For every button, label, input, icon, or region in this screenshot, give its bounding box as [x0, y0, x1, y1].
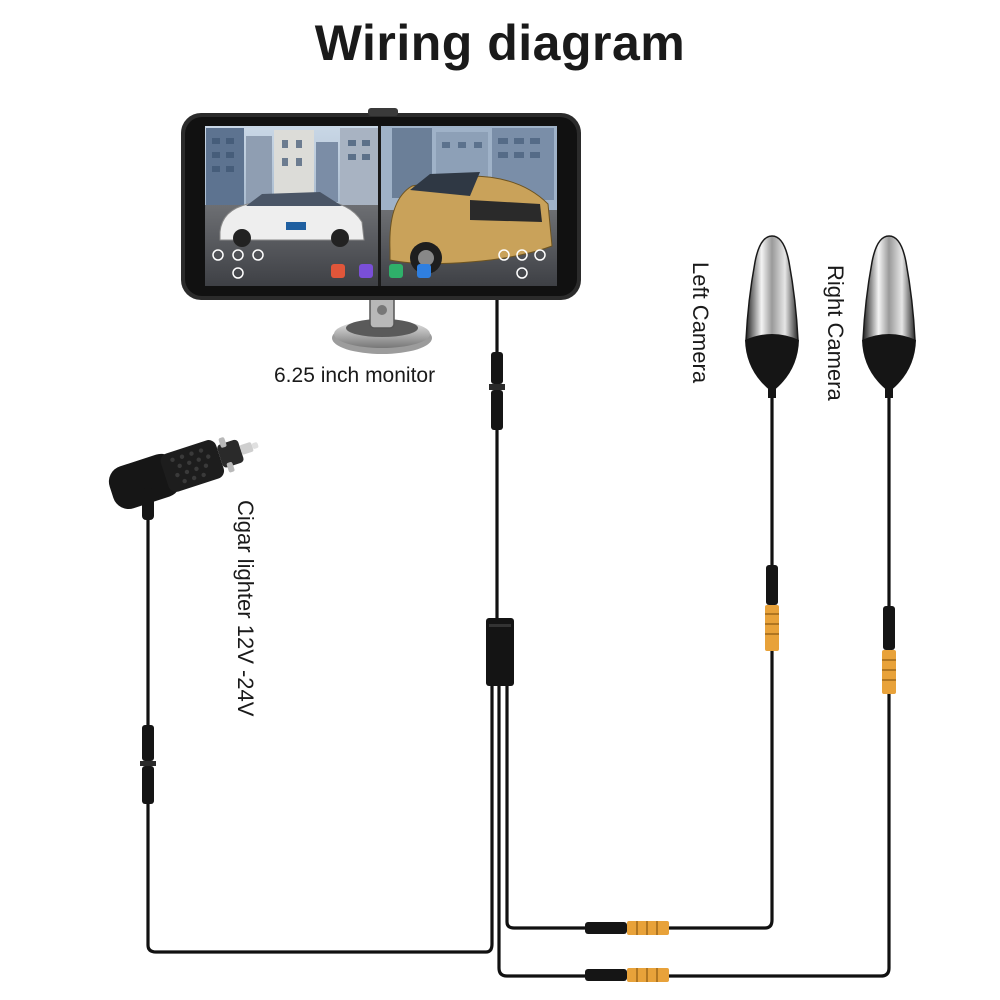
splitter-box [486, 618, 514, 686]
right-camera-connector-orange [882, 650, 896, 694]
monitor-screen [205, 126, 557, 286]
right-camera-branch [497, 388, 891, 978]
cigar-lighter-label: Cigar lighter 12V -24V [233, 500, 258, 717]
monitor-suction-mount [332, 295, 432, 354]
monitor-cable-connector-top [491, 352, 503, 384]
left-branch-connector-black [585, 922, 627, 934]
right-camera-connector-black [883, 606, 895, 650]
cigar-cable-connector-bottom [142, 766, 154, 804]
right-camera-label: Right Camera [823, 265, 848, 401]
cigar-cable [146, 498, 494, 954]
screen-controls [212, 249, 546, 279]
left-camera-label: Left Camera [688, 262, 713, 384]
right-branch-connector-black [585, 969, 627, 981]
monitor-cable-connector-bottom [491, 390, 503, 430]
cigar-plug-strain-relief [142, 488, 154, 520]
monitor-label: 6.25 inch monitor [274, 364, 436, 387]
diagram-title: Wiring diagram [314, 15, 686, 71]
cable-connectors [140, 352, 896, 982]
cigar-cable-connector-top [142, 725, 154, 761]
right-camera [862, 235, 916, 398]
monitor [181, 108, 581, 354]
left-branch-connector-orange [627, 921, 669, 935]
left-camera-connector-orange [765, 605, 779, 651]
left-camera-branch [505, 388, 774, 930]
left-camera-connector-black [766, 565, 778, 605]
cigar-lighter-plug [108, 437, 259, 510]
left-camera [745, 235, 799, 398]
right-branch-connector-orange [627, 968, 669, 982]
